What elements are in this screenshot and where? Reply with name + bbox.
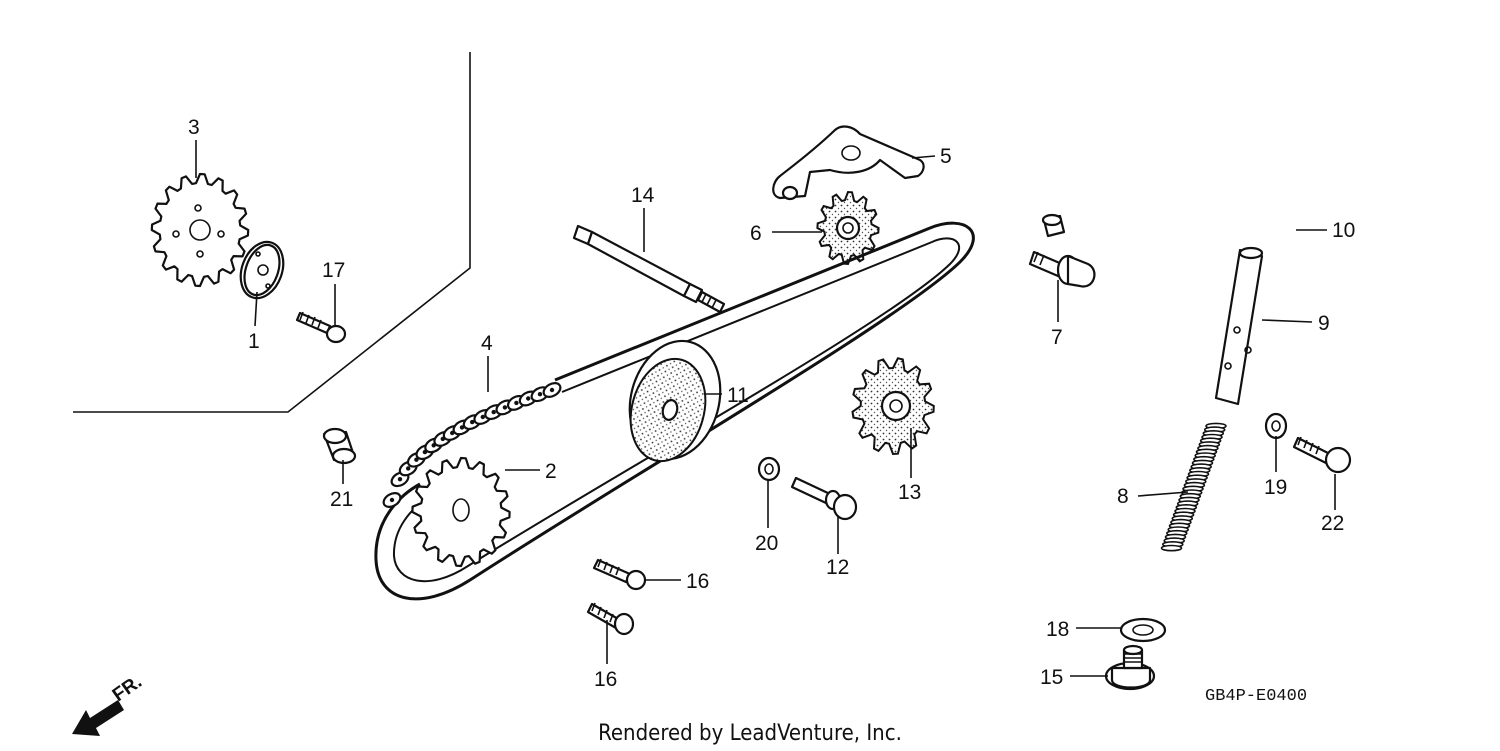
callout-20[interactable]: 20	[755, 532, 778, 555]
callout-17[interactable]: 17	[322, 259, 345, 282]
callout-13[interactable]: 13	[898, 481, 921, 504]
callout-15[interactable]: 15	[1040, 666, 1063, 689]
diagram-code: GB4P-E0400	[1205, 687, 1307, 706]
front-direction-arrow: FR.	[72, 671, 146, 736]
callout-18[interactable]: 18	[1046, 618, 1069, 641]
part-5-guide-plate[interactable]	[772, 125, 925, 201]
callout-12[interactable]: 12	[826, 556, 849, 579]
part-22-bolt[interactable]	[1292, 436, 1352, 474]
part-3-sprocket[interactable]	[150, 172, 250, 288]
credit-text: Rendered by LeadVenture, Inc.	[598, 721, 902, 746]
callout-6[interactable]: 6	[750, 222, 762, 245]
callouts: 1 2 3 4 5 6 7 8 9 10 11 12 13 14 15 16 1…	[188, 116, 1355, 691]
callout-8[interactable]: 8	[1117, 485, 1129, 508]
chain-guide-loop	[374, 221, 975, 601]
leader-lines	[195, 140, 1336, 677]
callout-16a[interactable]: 16	[686, 570, 709, 593]
callout-11[interactable]: 11	[727, 384, 749, 407]
part-17-bolt[interactable]	[295, 311, 347, 344]
callout-14[interactable]: 14	[631, 184, 655, 207]
callout-22[interactable]: 22	[1321, 512, 1344, 535]
inset-border	[73, 52, 471, 413]
part-1-plate[interactable]	[233, 236, 290, 304]
part-10-cap[interactable]	[1041, 213, 1066, 238]
callout-16b[interactable]: 16	[594, 668, 617, 691]
part-11-roller[interactable]	[617, 331, 733, 470]
part-7-bolt[interactable]	[1028, 250, 1096, 288]
part-4-chain[interactable]	[381, 380, 563, 509]
callout-19[interactable]: 19	[1264, 476, 1287, 499]
part-9-tube[interactable]	[1214, 246, 1264, 406]
callout-1[interactable]: 1	[248, 330, 260, 353]
callout-2[interactable]: 2	[545, 460, 557, 483]
part-6-sprocket[interactable]	[816, 190, 880, 266]
callout-9[interactable]: 9	[1318, 312, 1330, 335]
part-18-washer[interactable]	[1119, 617, 1167, 643]
part-8-spring[interactable]	[1160, 422, 1227, 552]
part-14-shaft[interactable]	[572, 224, 726, 314]
part-16b-bolt[interactable]	[586, 602, 635, 636]
part-15-plug[interactable]	[1104, 644, 1156, 691]
part-20-washer[interactable]	[757, 456, 781, 482]
callout-21[interactable]: 21	[330, 488, 353, 511]
part-2-sprocket[interactable]	[411, 456, 511, 568]
callout-7[interactable]: 7	[1051, 326, 1063, 349]
callout-10[interactable]: 10	[1332, 219, 1355, 242]
part-16a-bolt[interactable]	[592, 558, 647, 591]
part-12-bolt[interactable]	[790, 476, 858, 521]
callout-3[interactable]: 3	[188, 116, 200, 139]
direction-label: FR.	[109, 671, 146, 706]
part-21-collar[interactable]	[322, 427, 357, 465]
part-13-sprocket[interactable]	[851, 357, 935, 456]
callout-5[interactable]: 5	[940, 145, 952, 168]
part-19-washer[interactable]	[1264, 412, 1288, 440]
callout-4[interactable]: 4	[481, 332, 493, 355]
